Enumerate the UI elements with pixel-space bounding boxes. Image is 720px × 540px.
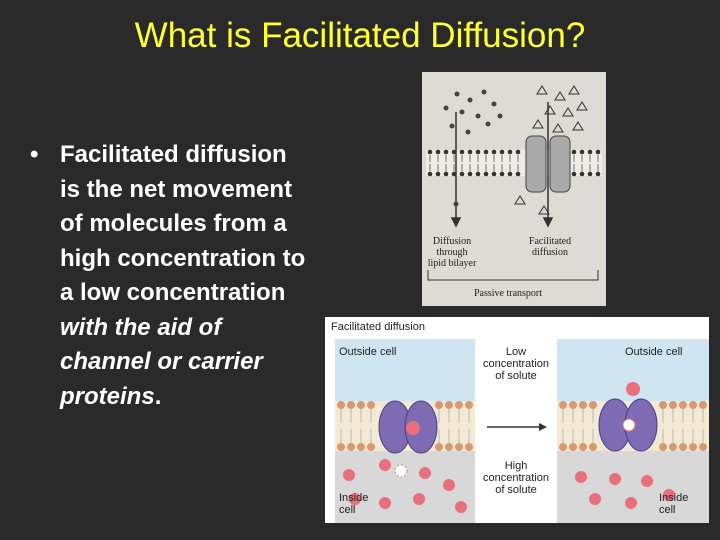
figure-title: Facilitated diffusion	[331, 321, 425, 333]
label-outside-right: Outside cell	[625, 346, 682, 358]
bullet-line-italic: proteins	[60, 382, 155, 410]
label-inside-left-2: cell	[339, 504, 356, 516]
carrier-protein-left	[378, 400, 438, 454]
carrier-protein-right	[598, 398, 658, 452]
passive-transport-figure: Diffusion through lipid bilayer Facilita…	[422, 72, 606, 306]
solute-triangles-right	[532, 85, 588, 133]
label-low: Low	[506, 346, 526, 358]
bullet-period: .	[154, 382, 162, 410]
label-high-solute: of solute	[495, 484, 537, 496]
label-diffusion-right: diffusion	[532, 247, 568, 258]
bullet-line: a low concentration	[60, 279, 286, 306]
bullet-line: Facilitated diffusion	[60, 141, 287, 168]
bullet-line-italic: channel or carrier	[60, 348, 263, 375]
solute-dots-left	[443, 89, 503, 135]
facilitated-diffusion-figure: Facilitated diffusion	[325, 317, 709, 523]
label-diffusion: Diffusion	[433, 236, 471, 247]
solute-molecules	[343, 382, 675, 513]
bullet-line-italic: with the aid of	[60, 313, 222, 341]
label-passive-transport: Passive transport	[474, 288, 542, 299]
label-facilitated: Facilitated	[529, 236, 571, 247]
label-high: High	[505, 460, 528, 472]
label-low-concentration: concentration	[483, 358, 549, 370]
label-through: through	[436, 247, 467, 258]
bullet-line: is the net movement	[60, 175, 293, 203]
bullet-marker: •	[30, 141, 39, 168]
label-high-concentration: concentration	[483, 472, 549, 484]
label-lipid-bilayer: lipid bilayer	[428, 258, 477, 269]
bullet-line: of molecules from a	[60, 210, 287, 237]
label-outside-left: Outside cell	[339, 346, 396, 358]
label-inside-right-2: cell	[659, 504, 676, 516]
label-inside-right-1: Inside	[659, 492, 688, 504]
bullet-text: Facilitated diffusion is the net movemen…	[60, 138, 360, 414]
bullet-line: high concentration to	[60, 244, 306, 272]
label-inside-left-1: Inside	[339, 492, 368, 504]
label-low-solute: of solute	[495, 370, 537, 382]
slide-title: What is Facilitated Diffusion?	[134, 16, 586, 55]
